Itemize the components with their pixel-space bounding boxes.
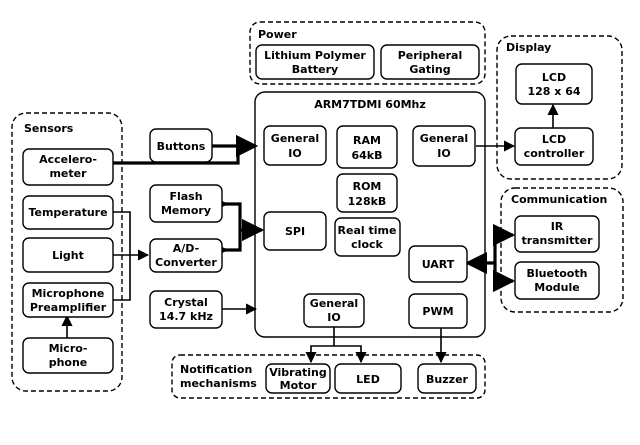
- microphone-block: [22, 337, 114, 374]
- gating-block: [380, 44, 480, 80]
- adc-block: [149, 238, 223, 273]
- rom-block: [336, 173, 398, 213]
- gpio-left-label-line1: General: [271, 132, 319, 145]
- uart-label: UART: [422, 258, 455, 271]
- ram-label-line2: 64kB: [351, 149, 382, 162]
- battery-label-line1: Lithium Polymer: [264, 49, 366, 62]
- rtc-label-line2: clock: [351, 238, 383, 251]
- ir-block: [514, 215, 600, 253]
- spi-block: [263, 211, 327, 251]
- gpio-right-block: [412, 125, 476, 167]
- gating-label-line2: Gating: [409, 63, 450, 76]
- ir-label-line1: IR: [551, 220, 564, 233]
- flash-label-line1: Flash: [169, 190, 202, 203]
- vibrating-motor-block: [265, 363, 331, 394]
- gpio-left-block: [263, 125, 327, 166]
- battery-label-line2: Battery: [292, 63, 338, 76]
- preamp-label-line1: Microphone: [32, 287, 105, 300]
- notification-group-title-line2: mechanisms: [180, 377, 257, 390]
- light-block: [22, 237, 114, 273]
- gpio-right-label-line2: IO: [437, 147, 450, 160]
- lcd-controller-label-line2: controller: [524, 147, 585, 160]
- lcd-controller-label-line1: LCD: [542, 133, 566, 146]
- lcd-block: [515, 63, 593, 105]
- gpio-bottom-label-line1: General: [310, 297, 358, 310]
- communication-group-title: Communication: [511, 193, 607, 206]
- buzzer-label: Buzzer: [426, 373, 468, 386]
- sensors-group-title: Sensors: [24, 122, 74, 135]
- rom-label-line1: ROM: [353, 180, 382, 193]
- bluetooth-block: [514, 261, 600, 300]
- crystal-label-line1: Crystal: [164, 296, 208, 309]
- lcd-label-line2: 128 x 64: [527, 85, 580, 98]
- flash-block: [149, 184, 223, 223]
- microphone-label-line1: Micro-: [49, 342, 88, 355]
- adc-label-line2: Converter: [155, 256, 217, 269]
- preamp-label-line2: Preamplifier: [30, 301, 107, 314]
- buttons-block: [149, 128, 213, 163]
- led-block: [334, 363, 402, 394]
- crystal-block: [149, 290, 223, 329]
- notification-group-title-line1: Notification: [180, 363, 252, 376]
- flash-label-line2: Memory: [161, 204, 211, 217]
- microphone-label-line2: phone: [49, 356, 88, 369]
- gpio-bottom-label-line2: IO: [327, 311, 340, 324]
- arrow-to-vibrating-motor: [305, 327, 335, 364]
- preamp-block: [22, 282, 114, 318]
- temperature-label: Temperature: [28, 206, 107, 219]
- spi-label: SPI: [285, 225, 305, 238]
- rtc-block: [334, 217, 401, 257]
- gpio-left-label-line2: IO: [288, 147, 301, 160]
- bluetooth-label-line2: Module: [534, 281, 579, 294]
- power-group-title: Power: [258, 28, 297, 41]
- buzzer-block: [417, 363, 477, 394]
- vibrating-motor-label-line1: Vibrating: [269, 366, 327, 379]
- spi-bus: [222, 202, 242, 252]
- display-group-title: Display: [506, 41, 551, 54]
- sensor-bus-line: [110, 211, 131, 301]
- buttons-label: Buttons: [157, 140, 206, 153]
- cpu-title: ARM7TDMI 60Mhz: [314, 98, 426, 111]
- led-label: LED: [356, 373, 380, 386]
- bluetooth-label-line1: Bluetooth: [527, 267, 588, 280]
- gating-label-line1: Peripheral: [398, 49, 463, 62]
- gpio-right-label-line1: General: [420, 132, 468, 145]
- gpio-bottom-block: [303, 293, 365, 328]
- pwm-label: PWM: [422, 305, 453, 318]
- accelerometer-label-line2: meter: [49, 167, 87, 180]
- battery-block: [255, 44, 375, 80]
- accelerometer-block: [22, 148, 114, 186]
- lcd-label-line1: LCD: [542, 71, 566, 84]
- ram-label-line1: RAM: [353, 134, 381, 147]
- lcd-controller-block: [514, 127, 594, 166]
- arrow-to-led: [334, 345, 367, 364]
- accelerometer-label-line1: Accelero-: [39, 153, 97, 166]
- adc-label-line1: A/D-: [173, 242, 199, 255]
- rom-label-line2: 128kB: [348, 195, 387, 208]
- rtc-label-line1: Real time: [338, 224, 397, 237]
- ir-label-line2: transmitter: [521, 234, 593, 247]
- vibrating-motor-label-line2: Motor: [280, 379, 317, 392]
- ram-block: [336, 125, 398, 169]
- light-label: Light: [52, 249, 84, 262]
- uart-block: [408, 245, 468, 283]
- temperature-block: [22, 195, 114, 230]
- pwm-block: [408, 293, 468, 329]
- crystal-label-line2: 14.7 kHz: [159, 310, 213, 323]
